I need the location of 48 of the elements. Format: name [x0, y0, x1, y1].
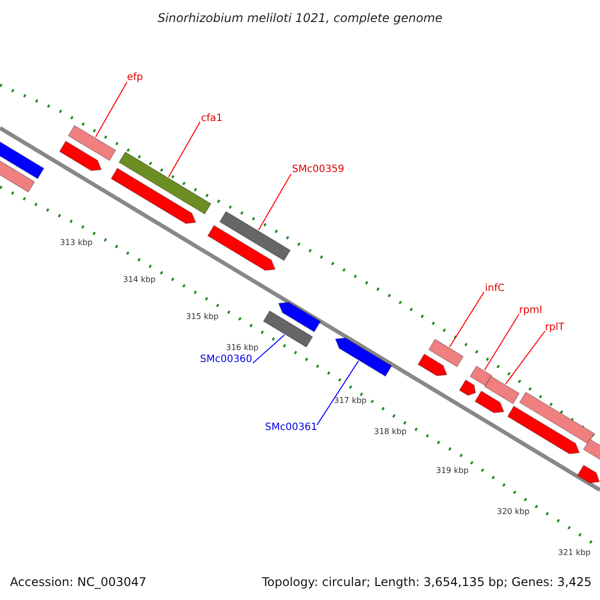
gene-block	[582, 438, 600, 462]
gene-block	[470, 366, 492, 386]
scale-label: 321 kbp	[558, 549, 591, 557]
leader-line	[505, 330, 546, 384]
gene-block	[458, 379, 476, 396]
gene-label: SMc00361	[265, 423, 318, 433]
gene-block	[334, 337, 392, 377]
scale-label: 316 kbp	[226, 344, 259, 352]
gene-label: rplT	[545, 323, 564, 333]
gene-label: rpmI	[519, 306, 542, 316]
scale-label: 318 kbp	[374, 428, 407, 436]
gene-block	[0, 140, 44, 180]
scale-label: 317 kbp	[334, 397, 367, 405]
gene-block	[219, 210, 291, 262]
leader-line	[316, 360, 359, 426]
gene-block	[278, 302, 322, 332]
gene-block	[484, 376, 520, 404]
scale-label: 320 kbp	[497, 508, 530, 516]
gene-label: cfa1	[201, 114, 223, 124]
scale-label: 314 kbp	[123, 276, 156, 284]
leader-line	[95, 82, 128, 138]
scale-label: 313 kbp	[60, 239, 93, 247]
gene-block	[68, 124, 116, 162]
genome-summary-text: Topology: circular; Length: 3,654,135 bp; Genes: 3,425	[262, 576, 592, 588]
gene-block	[110, 168, 196, 224]
scale-label: 319 kbp	[436, 467, 469, 475]
gene-block	[507, 406, 580, 454]
gene-block	[58, 140, 102, 172]
gene-block	[417, 353, 448, 376]
title: Sinorhizobium meliloti 1021, complete genome	[156, 12, 444, 24]
gene-block	[262, 310, 314, 348]
gene-label: efp	[127, 73, 144, 83]
gene-label: infC	[485, 284, 505, 294]
gene-label: SMc00360	[200, 355, 252, 365]
gene-block	[474, 390, 504, 414]
gene-block	[576, 464, 600, 484]
leader-line	[449, 292, 484, 348]
gene-block	[118, 151, 212, 215]
leader-line	[258, 174, 292, 230]
gene-block	[207, 224, 276, 271]
scale-label: 315 kbp	[186, 313, 219, 321]
gene-label: SMc00359	[292, 165, 344, 175]
accession-text: Accession: NC_003047	[10, 576, 146, 588]
leader-line	[168, 122, 200, 178]
leader-line	[252, 334, 285, 364]
gene-block	[428, 338, 464, 368]
leader-line	[484, 314, 520, 370]
gene-block	[519, 392, 595, 444]
